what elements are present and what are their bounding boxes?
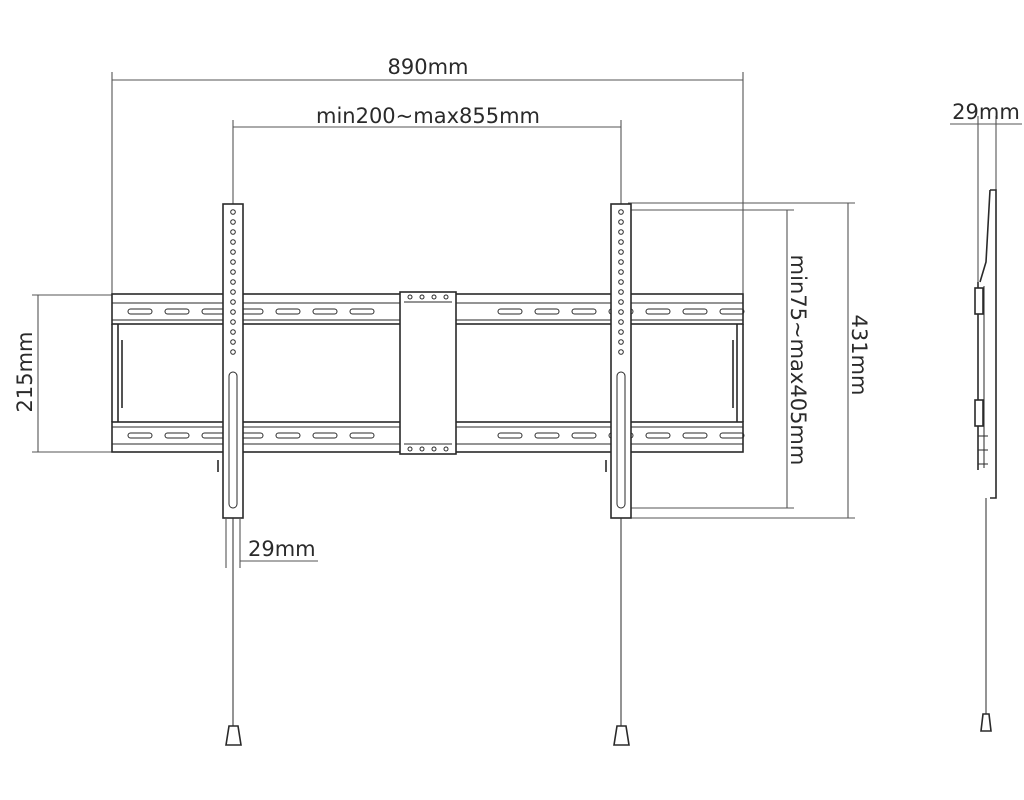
rail-slot [645, 432, 671, 439]
rail-slot [164, 432, 190, 439]
arm-hole [618, 219, 624, 225]
label-profile-depth: 29mm [952, 100, 1020, 124]
dimension-arm-length: 431mm [628, 202, 871, 519]
arm-hole [230, 339, 236, 345]
rail-slot [719, 308, 745, 315]
rail-slot [682, 308, 708, 315]
arm-hole [618, 289, 624, 295]
label-arm-length: 431mm [847, 315, 871, 396]
arm-hole [618, 319, 624, 325]
arm-hole [230, 239, 236, 245]
rail-slot [312, 432, 338, 439]
arm-hole [230, 309, 236, 315]
rail-slot [127, 308, 153, 315]
arm-hole [618, 239, 624, 245]
wall-plate [111, 291, 745, 455]
arm-hole [618, 299, 624, 305]
arm-hole [230, 219, 236, 225]
arm-hole [618, 209, 624, 215]
arm-hole [230, 289, 236, 295]
rail-slot [571, 432, 597, 439]
center-block [399, 291, 457, 455]
profile-cord-weight [980, 713, 992, 732]
label-arm-spacing: min200~max855mm [316, 104, 540, 128]
arm-hole [230, 349, 236, 355]
dimension-arm-width: 29mm [225, 518, 318, 568]
label-overall-width: 890mm [388, 55, 469, 79]
rail-slot [682, 432, 708, 439]
arm-hole [230, 249, 236, 255]
right-arm-holes [618, 209, 624, 355]
arm-hole [618, 339, 624, 345]
rail-slot [275, 432, 301, 439]
arm-hole [230, 229, 236, 235]
rail-slot [571, 308, 597, 315]
dimension-rail-height: 215mm [13, 294, 118, 453]
arm-hole [230, 329, 236, 335]
arm-hole [618, 259, 624, 265]
left-cord-weight [225, 725, 242, 746]
arm-hole [618, 349, 624, 355]
arm-hole [230, 259, 236, 265]
right-arm [605, 203, 632, 746]
label-rail-height: 215mm [13, 332, 37, 413]
rail-slot [127, 432, 153, 439]
side-profile-view: 29mm [950, 100, 1022, 732]
label-arm-width: 29mm [248, 537, 316, 561]
rail-slot [534, 308, 560, 315]
arm-hole [230, 209, 236, 215]
arm-hole [230, 299, 236, 305]
rail-slot [312, 308, 338, 315]
rail-slot [349, 432, 375, 439]
right-cord-weight [613, 725, 630, 746]
arm-hole [618, 249, 624, 255]
rail-slot [645, 308, 671, 315]
arm-hole [618, 269, 624, 275]
arm-hole [618, 309, 624, 315]
left-arm-holes [230, 209, 236, 355]
rail-slot [534, 432, 560, 439]
center-block-screws [407, 294, 449, 452]
rail-slot [164, 308, 190, 315]
arm-hole [618, 229, 624, 235]
arm-hole [618, 279, 624, 285]
rail-slot [275, 308, 301, 315]
arm-hole [230, 269, 236, 275]
rail-slot [497, 432, 523, 439]
arm-hole [230, 279, 236, 285]
arm-hole [230, 319, 236, 325]
rail-slot [497, 308, 523, 315]
left-arm [217, 203, 244, 746]
rail-slot [349, 308, 375, 315]
dimension-arm-adjust: min75~max405mm [628, 209, 810, 509]
label-arm-adjust: min75~max405mm [786, 255, 810, 466]
arm-hole [618, 329, 624, 335]
dimension-overall-width: 890mm [111, 55, 744, 298]
rail-slot [719, 432, 745, 439]
dimension-arm-spacing: min200~max855mm [232, 104, 622, 204]
